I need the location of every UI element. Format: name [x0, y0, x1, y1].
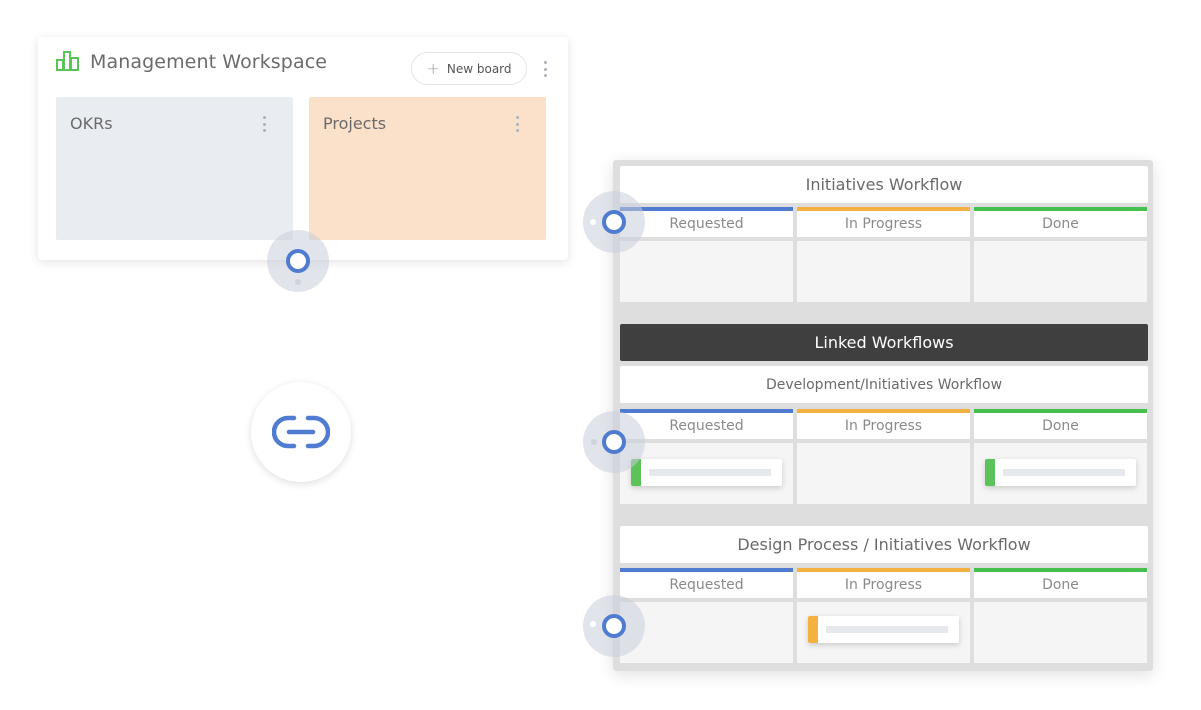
linked-workflows-banner: Linked Workflows [620, 324, 1148, 361]
bar-chart-icon [56, 51, 79, 71]
column-body [974, 443, 1147, 504]
plus-icon: + [426, 58, 440, 78]
new-board-button[interactable]: + New board [411, 52, 527, 85]
column-body [620, 443, 793, 504]
task-card[interactable] [985, 459, 1136, 486]
connector-node [583, 411, 645, 473]
column-requested: Requested [620, 207, 793, 237]
column-body [797, 602, 970, 663]
connector-ring-icon [602, 614, 626, 638]
column-body [974, 602, 1147, 663]
connector-node [583, 191, 645, 253]
column-done: Done [974, 207, 1147, 237]
column-body [620, 602, 793, 663]
new-board-label: New board [446, 61, 512, 76]
column-body [620, 241, 793, 302]
column-requested: Requested [620, 568, 793, 598]
board-okrs[interactable]: OKRs [56, 97, 293, 240]
workspace-card: Management Workspace + New board OKRs Pr… [38, 37, 568, 260]
column-done: Done [974, 409, 1147, 439]
column-in-progress: In Progress [797, 207, 970, 237]
connector-ring-icon [286, 249, 310, 273]
column-in-progress: In Progress [797, 409, 970, 439]
column-done: Done [974, 568, 1147, 598]
board-projects[interactable]: Projects [309, 97, 546, 240]
column-requested: Requested [620, 409, 793, 439]
task-card[interactable] [808, 616, 959, 643]
workflow-panel: Initiatives Workflow Requested In Progre… [613, 160, 1153, 671]
board-more-icon[interactable] [514, 116, 520, 132]
column-in-progress: In Progress [797, 568, 970, 598]
workspace-title: Management Workspace [90, 51, 328, 73]
link-icon [272, 415, 330, 449]
task-card[interactable] [631, 459, 782, 486]
workflow-title: Design Process / Initiatives Workflow [620, 526, 1148, 563]
column-body [974, 241, 1147, 302]
board-title: Projects [323, 114, 387, 133]
column-body [797, 241, 970, 302]
board-title: OKRs [70, 114, 113, 133]
connector-ring-icon [602, 430, 626, 454]
connector-node [583, 595, 645, 657]
column-body [797, 443, 970, 504]
connector-node [267, 230, 329, 292]
workflow-title: Initiatives Workflow [620, 166, 1148, 203]
board-more-icon[interactable] [261, 116, 267, 132]
workflow-title: Development/Initiatives Workflow [620, 366, 1148, 403]
connector-ring-icon [602, 210, 626, 234]
link-button[interactable] [251, 382, 351, 482]
workspace-more-icon[interactable] [542, 61, 548, 77]
